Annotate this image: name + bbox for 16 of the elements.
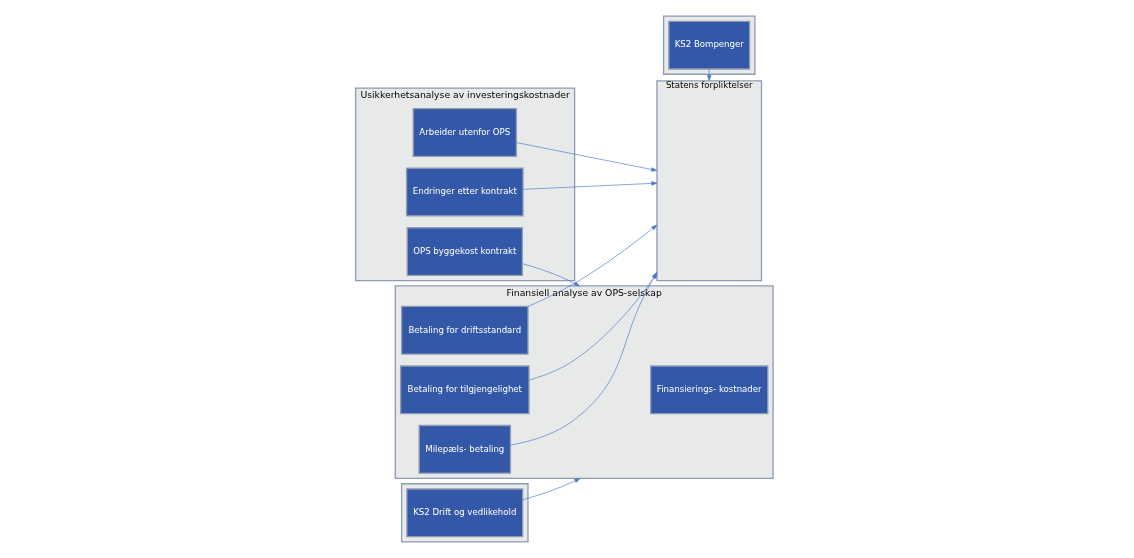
arrow — [522, 478, 581, 501]
node-box: Betaling for driftsstandard — [400, 305, 529, 355]
node-box: Betaling for tilgjengelighet — [399, 365, 530, 415]
node-box: OPS byggekost kontrakt — [406, 227, 523, 277]
arrow — [516, 142, 658, 172]
arrow — [522, 263, 580, 287]
node-box: Finansierings- kostnader — [650, 365, 769, 415]
node-box: Arbeider utenfor OPS — [412, 108, 518, 157]
node-box: Endringer etter kontrakt — [405, 167, 524, 217]
cluster — [400, 483, 529, 543]
node-box: Milepæls- betaling — [418, 424, 512, 474]
node-box: KS2 Bompenger — [668, 20, 751, 70]
node-box: Statens forpliktelser — [656, 80, 763, 282]
arrow — [522, 181, 658, 190]
node-box: KS2 Drift og vedlikehold — [406, 488, 524, 538]
arrow — [707, 68, 712, 81]
